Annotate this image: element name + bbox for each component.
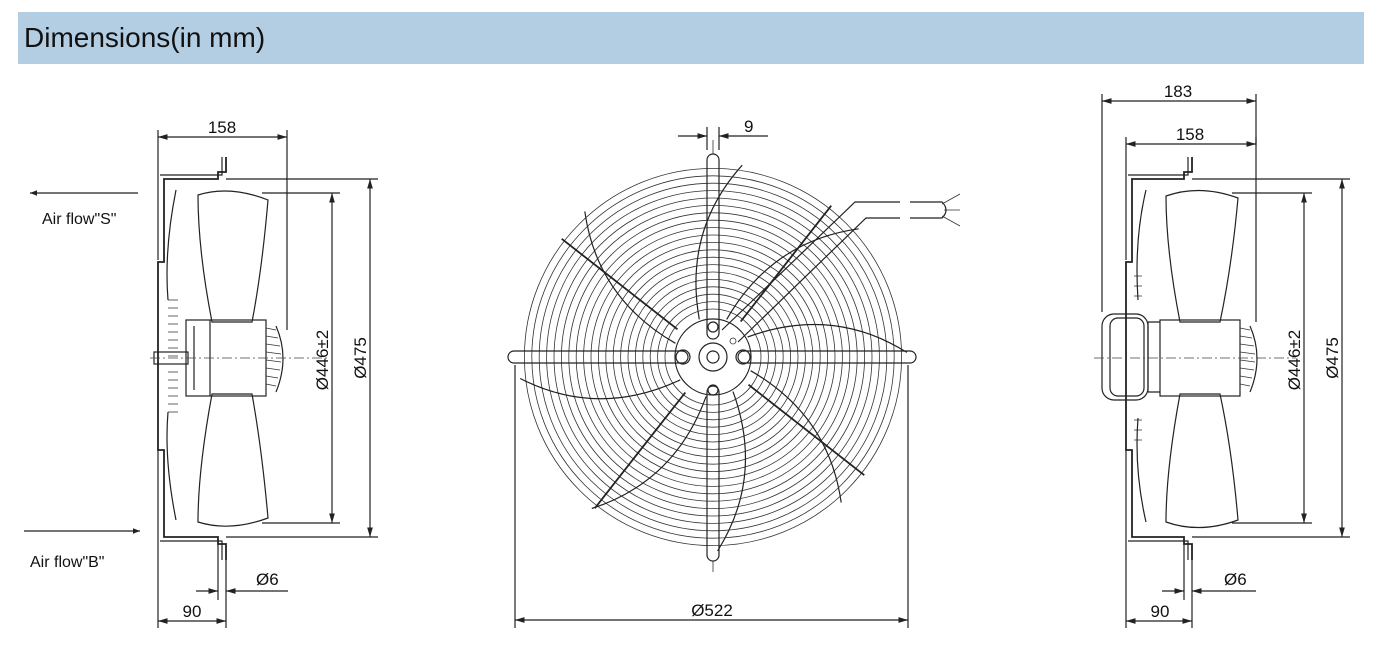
airflow-s-label: Air flow"S" (42, 211, 116, 228)
guard-ring (524, 167, 903, 547)
hub-outer (674, 318, 752, 396)
right-motor-cap (1101, 313, 1149, 401)
guard-ring (627, 271, 799, 443)
guard-ring (546, 190, 880, 524)
guard-strut (561, 238, 679, 331)
airflow-b-label: Air flow"B" (30, 554, 104, 571)
guard-ring (531, 175, 895, 539)
left-dim-outer-dia: Ø475 (351, 337, 370, 379)
guard-ring (657, 301, 769, 413)
guard-spokes (519, 164, 908, 552)
blade-edge (519, 377, 681, 400)
guard-strut (747, 383, 865, 476)
blade-edge (591, 396, 707, 510)
section-title: Dimensions(in mm) (24, 22, 266, 53)
guard-ring (642, 286, 784, 428)
horizontal-support-bar-right (737, 350, 917, 364)
guard-ring (620, 264, 806, 450)
left-dim-hole: Ø6 (256, 570, 279, 589)
left-motor-fins (265, 327, 282, 387)
right-dim-offset: 90 (1151, 602, 1170, 621)
guard-ring (664, 308, 762, 406)
guard-strut (594, 391, 687, 509)
front-dim-grille-dia: Ø522 (691, 601, 733, 620)
left-guard-mesh (168, 299, 178, 413)
right-dim-hole: Ø6 (1224, 570, 1247, 589)
section-header: Dimensions(in mm) (18, 12, 1364, 64)
horizontal-support-bar-left (507, 350, 689, 364)
right-upper-blade (1165, 189, 1239, 323)
blade-edge (750, 370, 842, 503)
guard-ring (583, 227, 843, 487)
guard-ring (598, 241, 829, 472)
guard-rings (524, 167, 903, 547)
right-housing-profile (1125, 157, 1193, 560)
guard-ring (553, 197, 873, 517)
front-view: 9 Ø522 (507, 117, 961, 628)
right-dim-inner-dia: Ø446±2 (1285, 330, 1304, 390)
guard-strut (739, 205, 832, 323)
right-dim-width: 158 (1176, 125, 1204, 144)
guard-ring (590, 234, 836, 480)
guard-ring (605, 249, 821, 465)
right-dim-outer-dia: Ø475 (1323, 337, 1342, 379)
guard-ring (538, 182, 888, 532)
right-motor-fins (1239, 327, 1256, 387)
right-dim-total: 183 (1164, 82, 1192, 101)
blade-edge (726, 228, 859, 320)
right-lower-blade (1165, 393, 1239, 529)
left-dim-width: 158 (208, 118, 236, 137)
left-upper-blade (197, 190, 269, 323)
left-dim-inner-dia: Ø446±2 (313, 330, 332, 390)
front-dim-slot: 9 (744, 117, 753, 136)
power-cable (721, 201, 900, 343)
left-housing-profile (157, 157, 227, 560)
blade-edge (747, 323, 908, 353)
guard-ring (575, 219, 851, 495)
guard-ring (635, 278, 792, 435)
hub-inner (698, 342, 728, 372)
left-side-view: 158 Ø446±2 Ø475 Ø6 90 Air flow"S" Air fl… (24, 118, 378, 628)
guard-ring (612, 256, 814, 458)
guard-ring (561, 204, 866, 510)
left-dim-offset: 90 (183, 602, 202, 621)
left-lower-blade (197, 393, 269, 527)
vertical-support-bar-top (706, 153, 720, 340)
blade-edge (695, 164, 743, 320)
guard-ring (649, 293, 777, 421)
guard-ring (568, 212, 858, 502)
blade-edge (584, 211, 676, 344)
blade-edge (717, 391, 747, 552)
right-side-view: 183 158 Ø446±2 Ø475 Ø6 90 (1094, 82, 1350, 628)
